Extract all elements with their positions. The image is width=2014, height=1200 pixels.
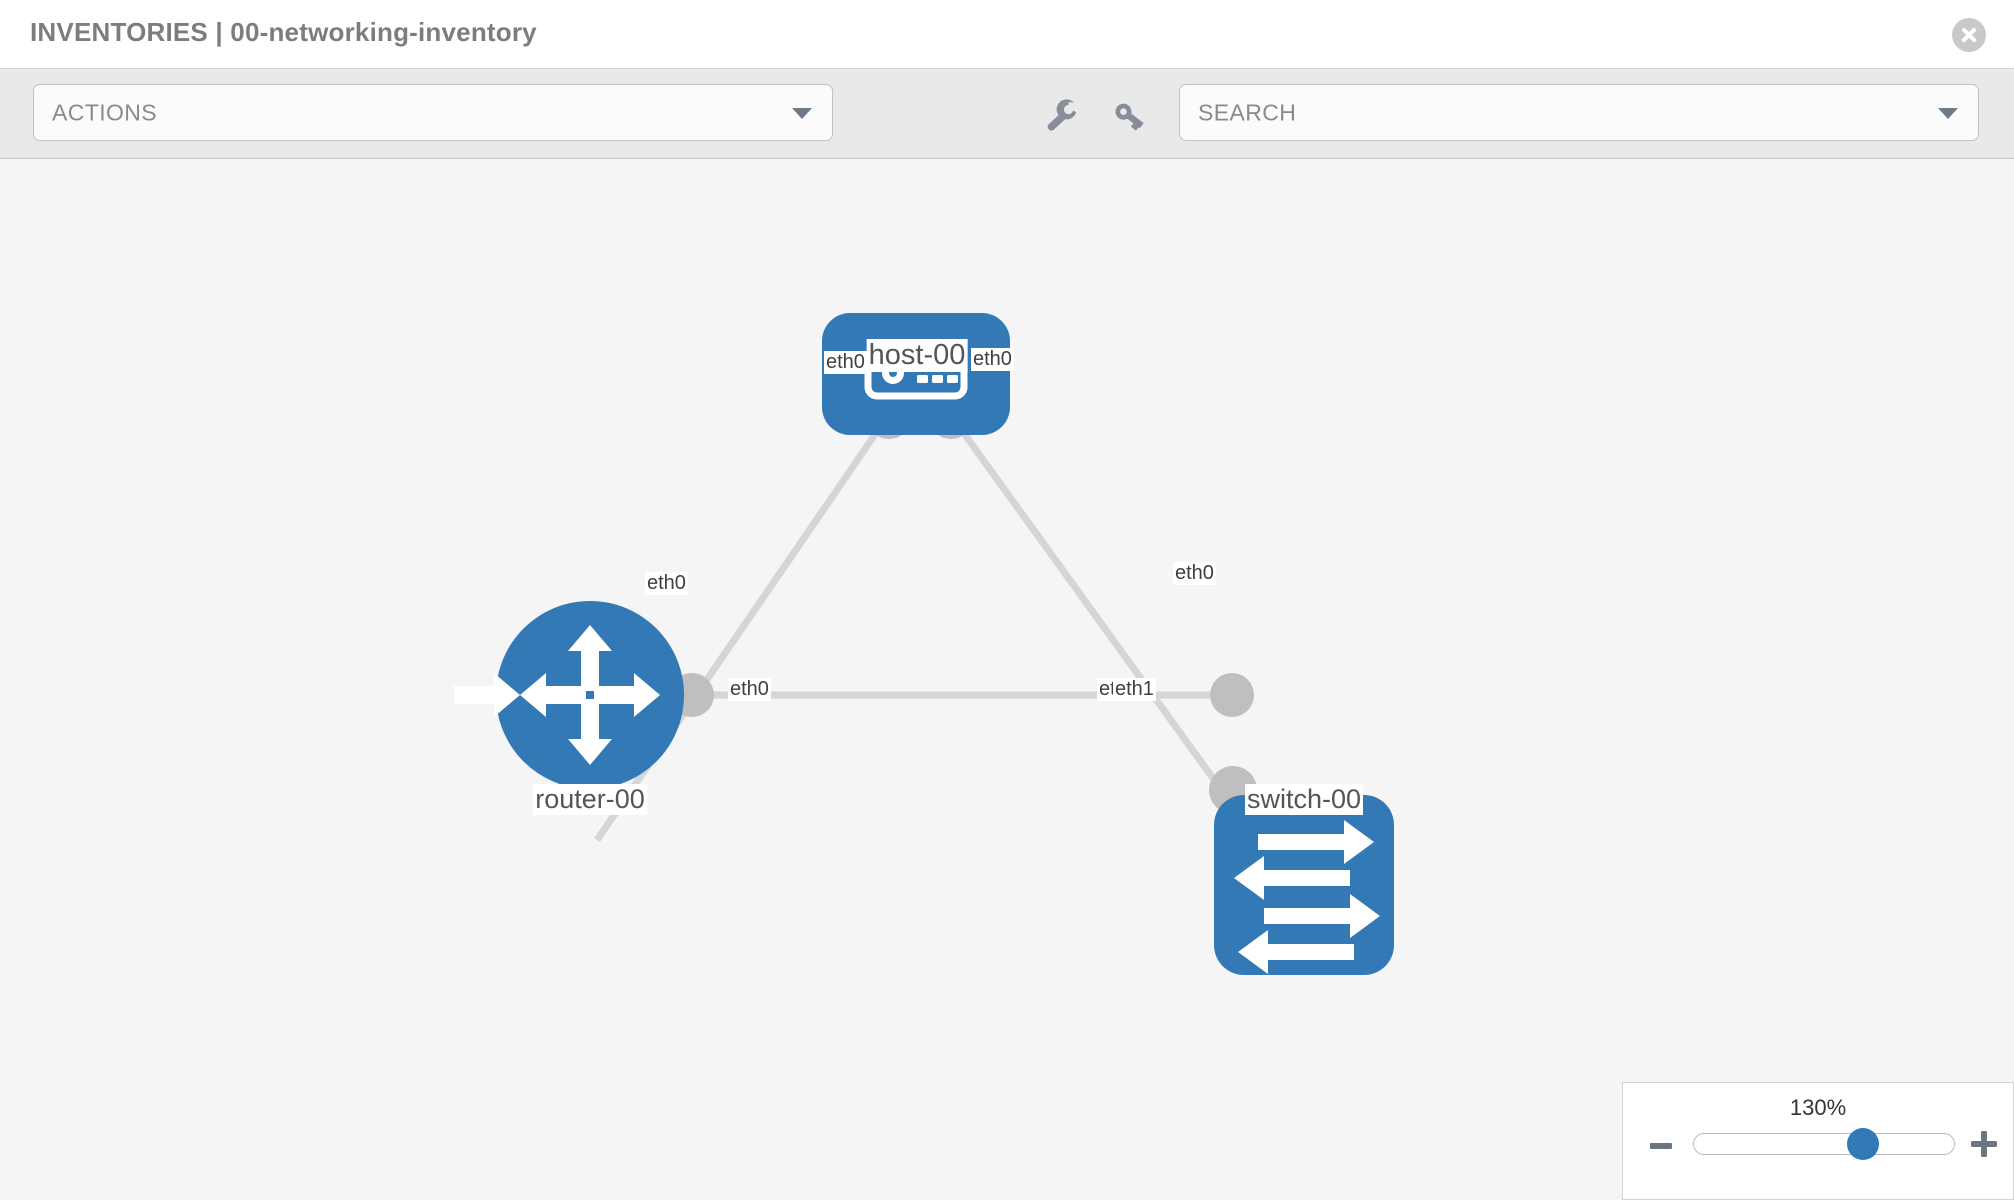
key-icon-svg <box>1115 103 1144 131</box>
edge-label-host00-switch00: eth0 <box>971 348 1014 371</box>
actions-dropdown[interactable]: ACTIONS <box>33 84 833 141</box>
page-header: INVENTORIES | 00-networking-inventory <box>0 0 2014 69</box>
page-title: INVENTORIES | 00-networking-inventory <box>30 17 537 47</box>
actions-dropdown-label: ACTIONS <box>52 99 158 125</box>
edge-label-switch00-host00: eth0 <box>1173 562 1216 585</box>
link-group <box>594 411 1254 842</box>
zoom-control-panel: 130% <box>1622 1082 2014 1200</box>
zoom-level-value: 130% <box>1789 1095 1847 1120</box>
node-label-router-00: router-00 <box>533 784 647 815</box>
edge-label-router00-host00: eth0 <box>645 572 688 595</box>
topology-canvas[interactable]: host-00 router-00 switch-00 eth0 eth0 et… <box>0 159 2014 1200</box>
zoom-slider[interactable] <box>1693 1128 1955 1160</box>
node-label-switch-00: switch-00 <box>1244 784 1364 815</box>
zoom-in-button[interactable] <box>1971 1131 1997 1157</box>
node-switch-00[interactable] <box>1214 795 1394 975</box>
edge-label-host00-router00: eth0 <box>824 351 867 374</box>
wrench-icon-svg <box>1047 99 1077 131</box>
connector-switch00-left[interactable] <box>1210 673 1254 717</box>
wrench-icon[interactable] <box>1042 97 1082 135</box>
key-icon[interactable] <box>1110 97 1150 135</box>
search-placeholder: SEARCH <box>1198 99 1297 125</box>
topology-graph <box>454 313 1394 975</box>
node-router-00[interactable] <box>454 601 684 789</box>
chevron-down-icon <box>1938 107 1958 119</box>
toolbar: ACTIONS SEARCH <box>0 69 2014 159</box>
zoom-out-button[interactable] <box>1650 1143 1672 1149</box>
edge-label-router00-switch00: eth0 <box>728 678 771 701</box>
node-host-00[interactable] <box>822 313 1010 435</box>
edge-label-switch00-router00-eth1: eth1 <box>1113 678 1156 701</box>
plus-icon-horizontal <box>1971 1141 1997 1147</box>
search-input[interactable]: SEARCH <box>1179 84 1979 141</box>
node-label-host-00: host-00 <box>866 339 968 372</box>
link-host00-switch00[interactable] <box>947 411 1254 834</box>
chevron-down-icon <box>792 107 812 119</box>
zoom-slider-handle[interactable] <box>1847 1128 1879 1160</box>
close-icon[interactable] <box>1952 18 1986 52</box>
